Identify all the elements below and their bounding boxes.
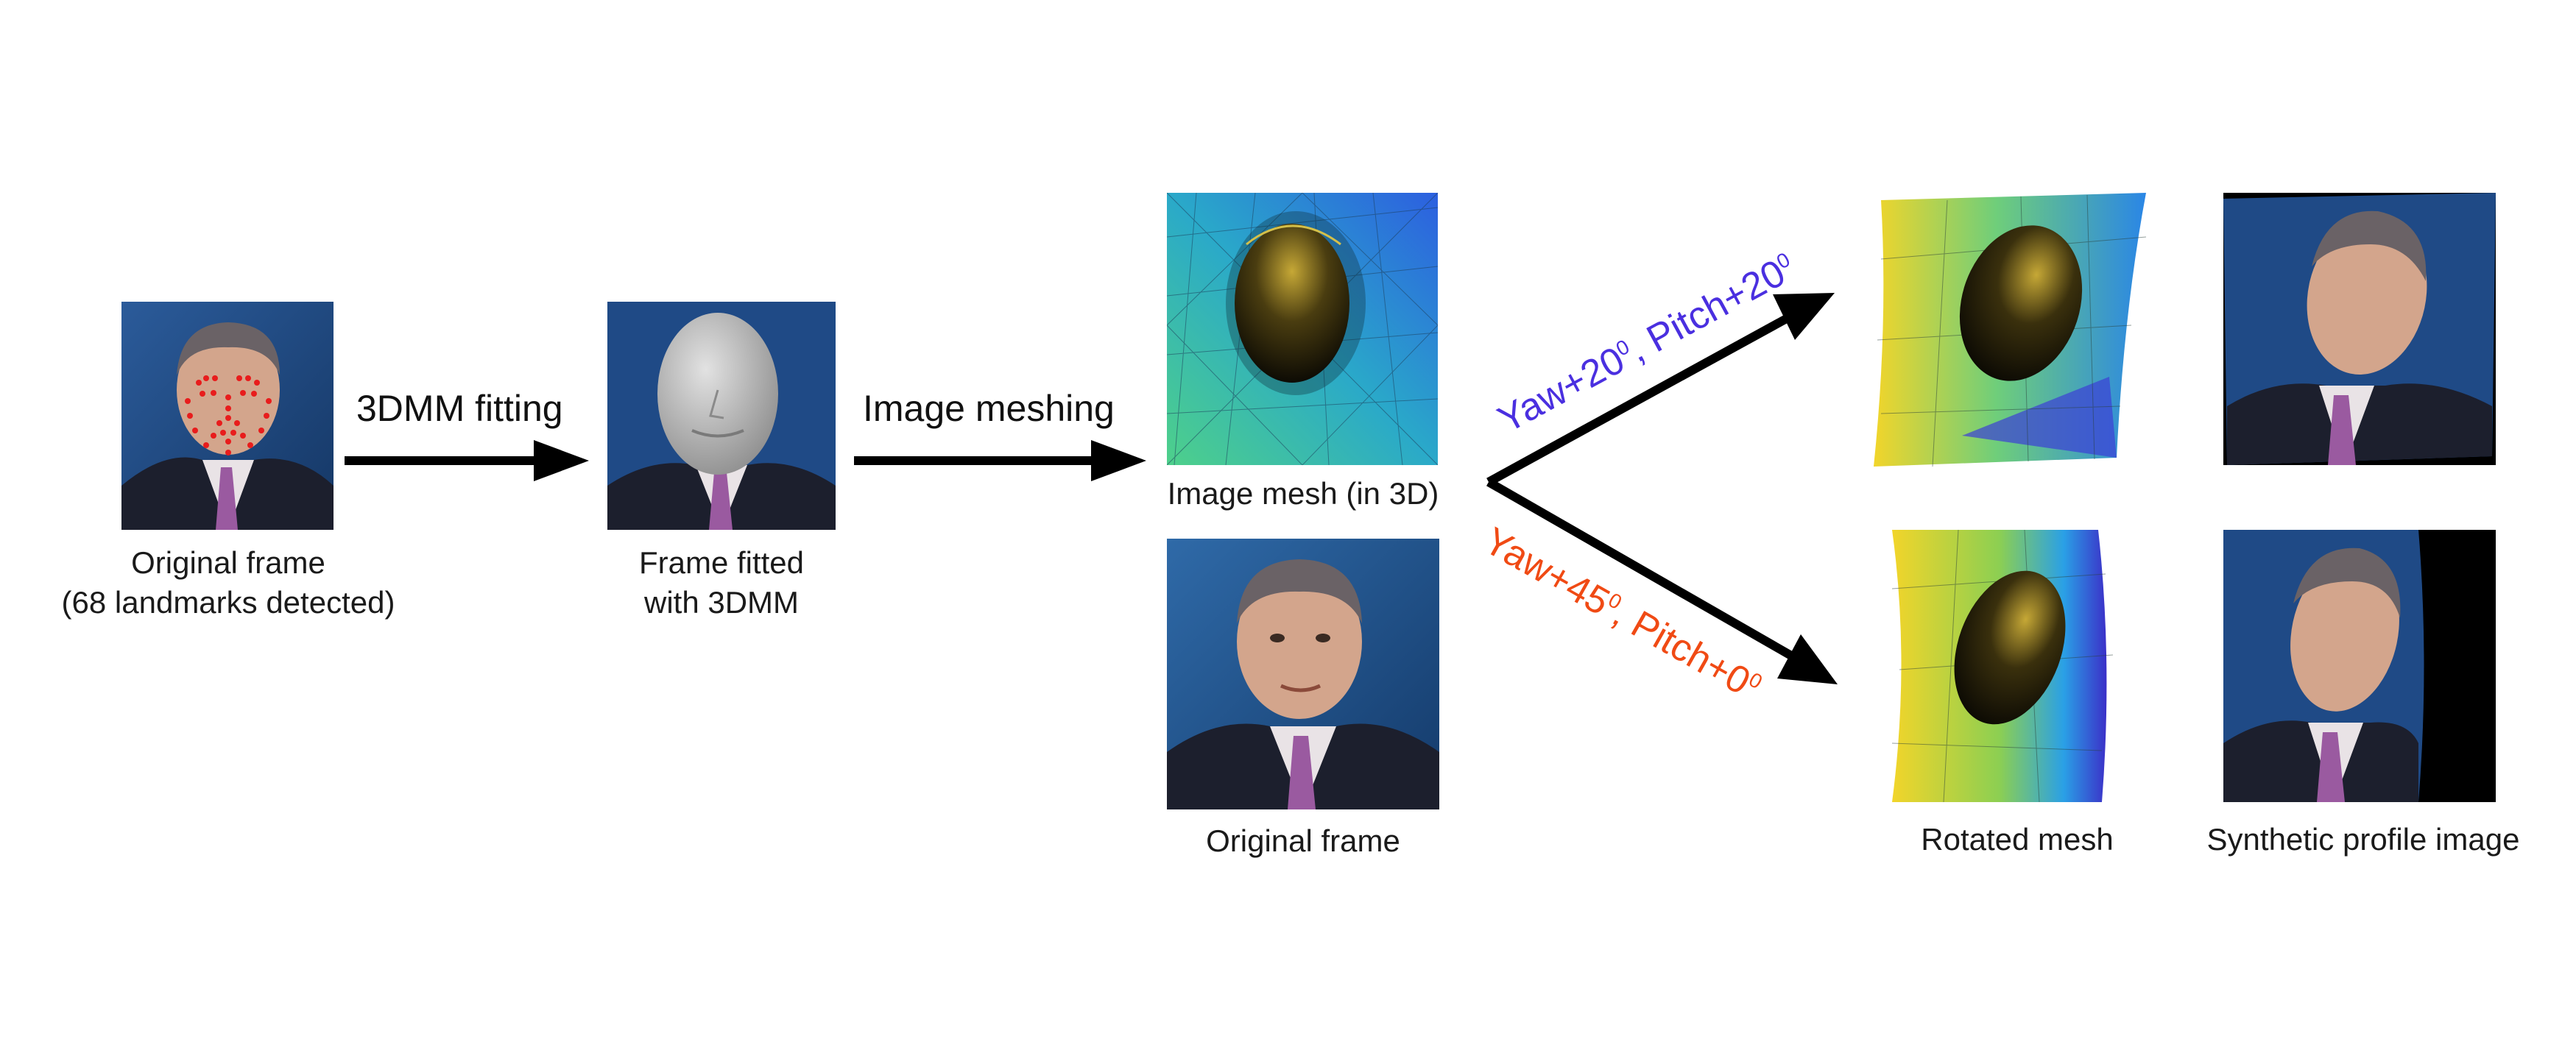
caption-image-mesh-3d: Image mesh (in 3D) [1167, 476, 1439, 511]
fitted-3dmm-photo [607, 302, 836, 530]
caption-rotated-mesh: Rotated mesh [1921, 822, 2114, 857]
mesh-svg [1892, 530, 2113, 802]
caption-fitted-line2: with 3DMM [643, 585, 800, 620]
synthetic-profile-lower [2223, 530, 2496, 802]
caption-original-frame-line1: Original frame [131, 545, 325, 580]
mesh-svg [1167, 193, 1438, 465]
photo-svg [2223, 193, 2496, 465]
arrow-fitting [345, 440, 589, 481]
photo-svg [1167, 539, 1439, 809]
caption-original-frame-line2: (68 landmarks detected) [61, 585, 395, 620]
arrow-rotate-upper [1486, 293, 1835, 486]
step-label-image-meshing: Image meshing [863, 388, 1115, 429]
rotated-mesh-lower [1892, 530, 2113, 802]
photo-svg [121, 302, 334, 530]
photo-svg [607, 302, 836, 530]
caption-fitted-line1: Frame fitted [638, 545, 805, 580]
rotated-mesh-upper [1874, 193, 2146, 467]
step-label-3dmm-fitting: 3DMM fitting [356, 388, 563, 429]
photo-svg [2223, 530, 2424, 802]
arrow-meshing [854, 440, 1146, 481]
original-frame-photo [1167, 539, 1439, 809]
mesh-svg [1874, 193, 2146, 467]
synthetic-profile-upper [2223, 193, 2496, 465]
caption-synthetic-profile: Synthetic profile image [2206, 822, 2520, 857]
image-mesh-3d [1167, 193, 1438, 465]
caption-original-frame-2: Original frame [1206, 823, 1400, 858]
arrow-rotate-lower [1486, 478, 1838, 684]
original-frame-landmarks-photo [121, 302, 334, 530]
